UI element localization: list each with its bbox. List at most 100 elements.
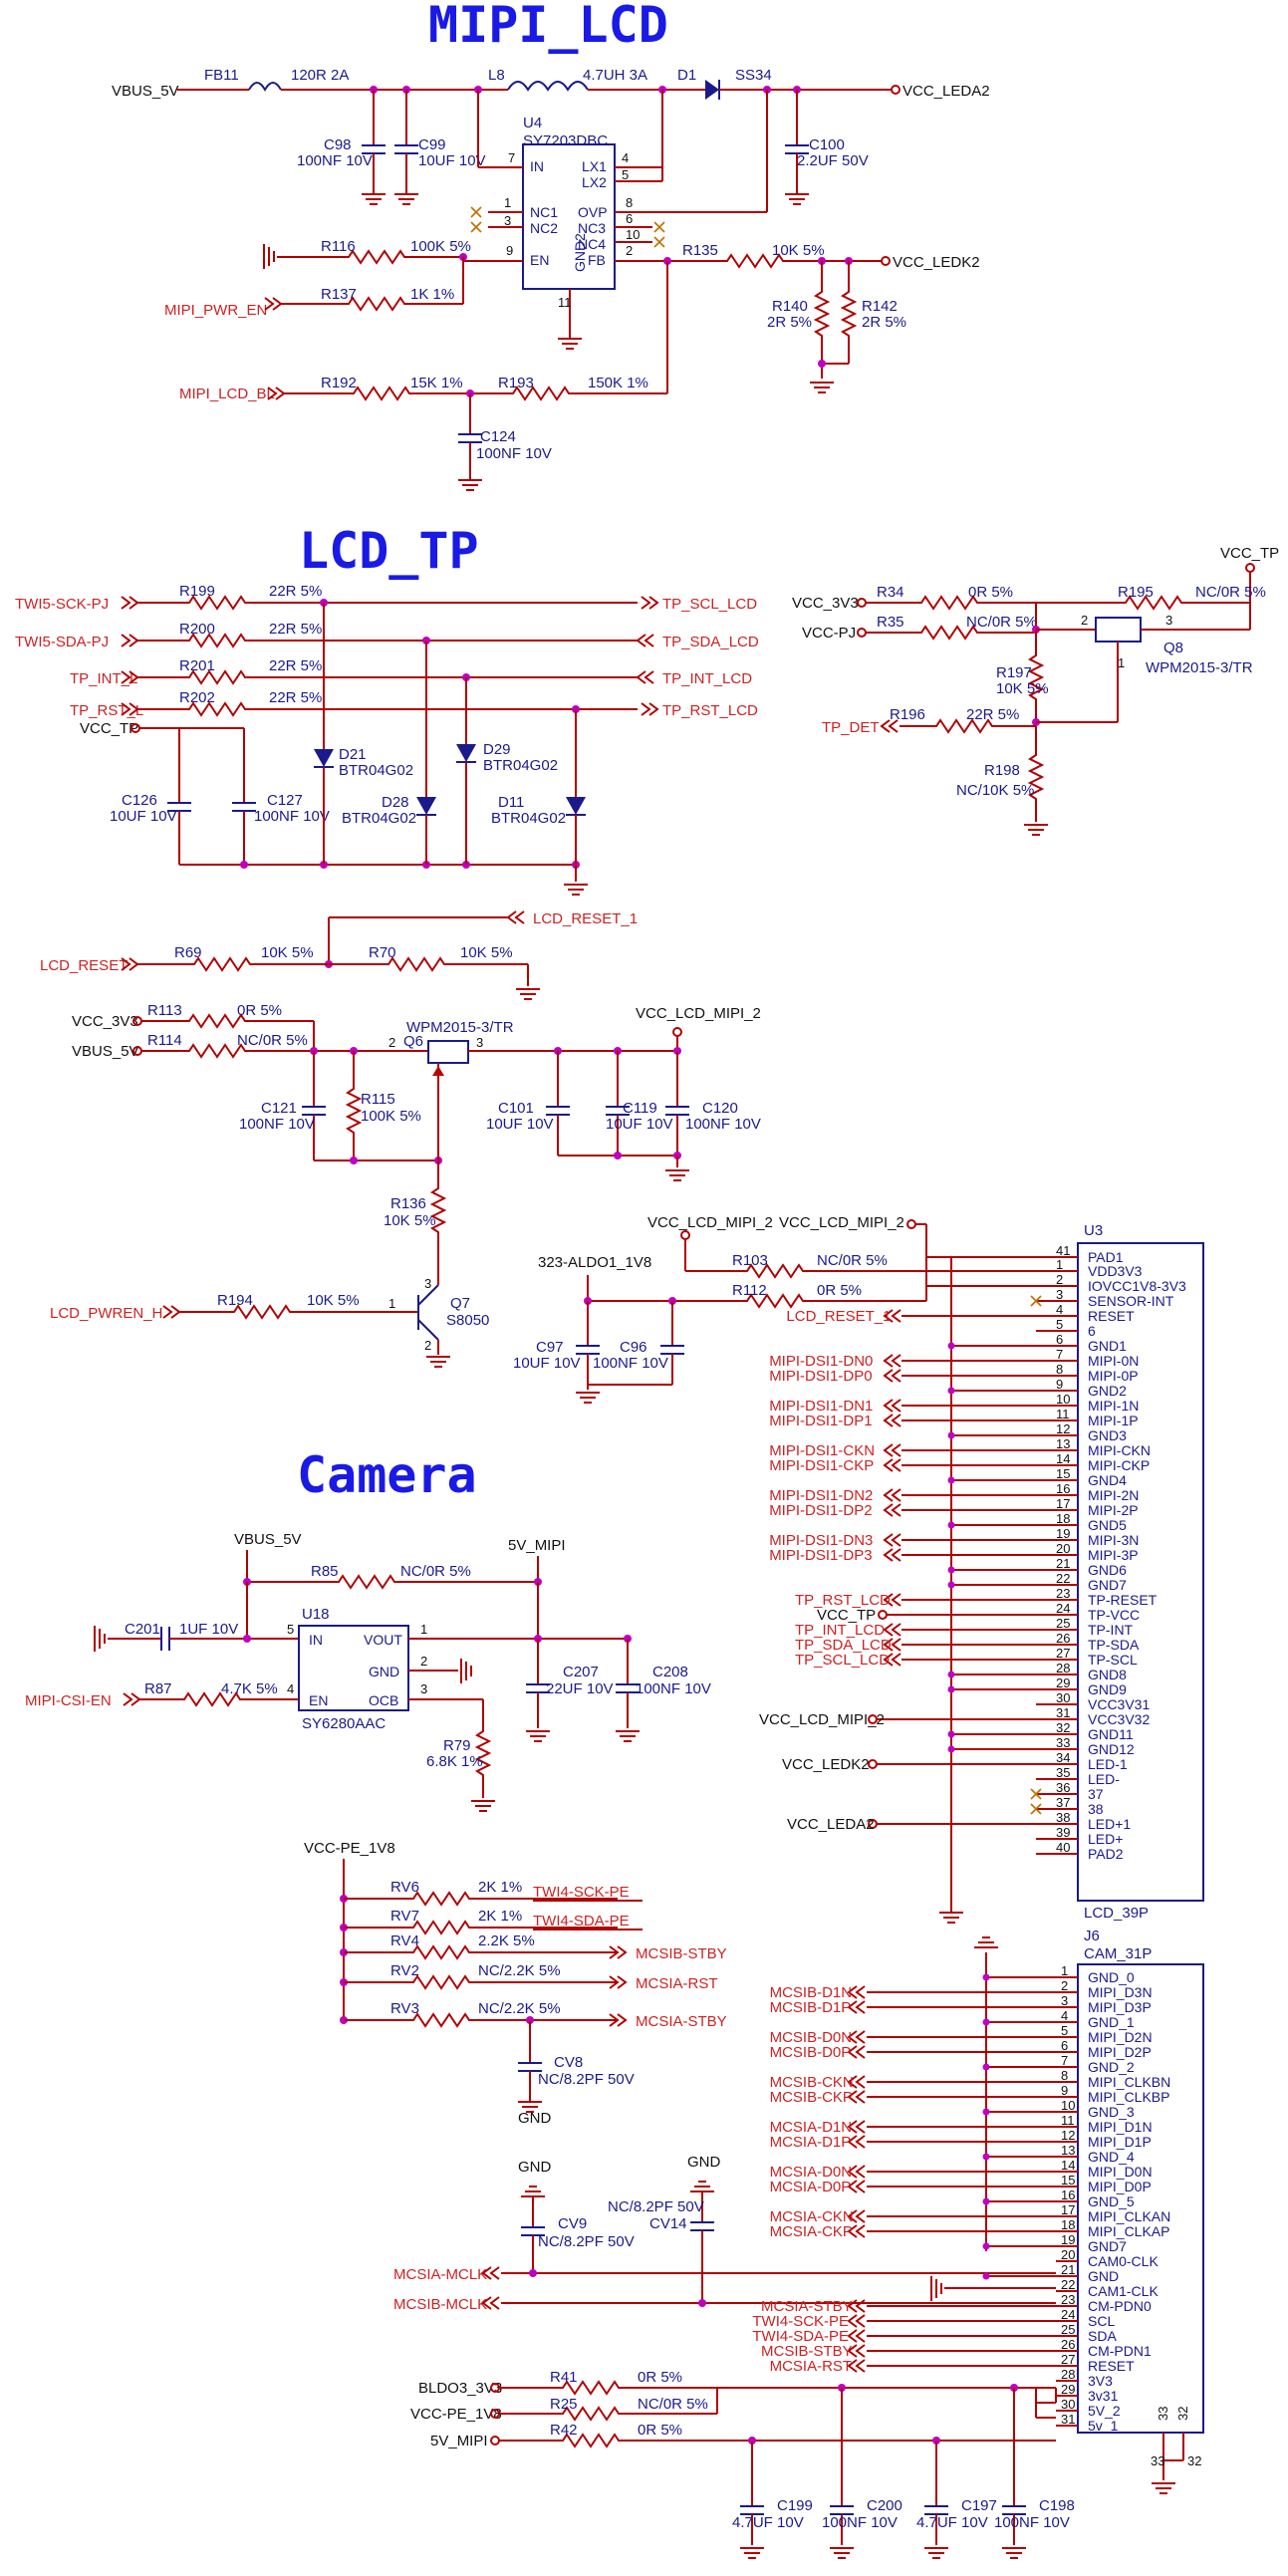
u18-pin-ocb: OCB <box>369 1692 398 1708</box>
u4-pn-1: 1 <box>504 195 511 210</box>
j6-pin-num: 13 <box>1061 2143 1075 2158</box>
u3-pin-name: GND11 <box>1088 1726 1134 1742</box>
u3-pin-signal: MIPI-DSI1-DN3 <box>769 1532 873 1549</box>
r103-val: NC/0R 5% <box>817 1252 888 1269</box>
u18-pn-2: 2 <box>420 1654 427 1669</box>
tp-res-val-3: 22R 5% <box>269 689 322 706</box>
r35-ref: R35 <box>877 614 904 631</box>
u3-pin-num: 27 <box>1056 1646 1070 1661</box>
u4-pin-in: IN <box>530 158 544 174</box>
r42-val: 0R 5% <box>638 2422 682 2439</box>
u3-pin-signal: LCD_RESET_1 <box>786 1308 891 1325</box>
j6-pin-num: 15 <box>1061 2173 1075 2188</box>
u3-pin-signal: MIPI-DSI1-CKP <box>769 1457 874 1474</box>
j6-pin-name: GND_5 <box>1088 2193 1135 2209</box>
cam-vbus-label: VBUS_5V <box>234 1531 302 1548</box>
j6-pin-signal: MCSIA-CKN <box>770 2208 854 2225</box>
d21-ref: D21 <box>339 746 367 763</box>
d1-ref: D1 <box>677 67 696 84</box>
u3-pin-name: VCC3V31 <box>1088 1696 1150 1712</box>
c120-val: 100NF 10V <box>685 1116 761 1133</box>
u3-pin-name: MIPI-CKP <box>1088 1457 1150 1473</box>
c201-val: 1UF 10V <box>179 1621 238 1638</box>
j6-pin-num: 17 <box>1061 2202 1075 2217</box>
q8-val: WPM2015-3/TR <box>1146 659 1253 676</box>
u3-pin-name: RESET <box>1088 1308 1135 1324</box>
fb11-bead <box>248 82 282 93</box>
tp-res-val-0: 22R 5% <box>269 583 322 600</box>
lcd-control-section: LCD_RESET_1 LCD_RESET R69 10K 5% R70 10K… <box>40 910 761 1368</box>
cap-ref-3: C198 <box>1039 2497 1075 2514</box>
j6-pin-num: 3 <box>1061 1993 1068 2008</box>
vcc-lcd-mipi-2-label: VCC_LCD_MIPI_2 <box>636 1005 761 1022</box>
cap-val-1: 100NF 10V <box>822 2514 898 2531</box>
mclk-b-label: MCSIB-MCLK <box>393 2296 487 2313</box>
u3-pin-num: 2 <box>1056 1272 1063 1287</box>
j6-pin-name: MIPI_CLKBP <box>1088 2089 1169 2105</box>
u3-pin-num: 7 <box>1056 1347 1063 1362</box>
u3-pin-name: 37 <box>1088 1786 1104 1802</box>
u4-pin-ovp: OVP <box>578 204 608 220</box>
u3-pin-num: 23 <box>1056 1586 1070 1601</box>
lcd-tp-title: LCD_TP <box>299 522 479 580</box>
j6-pin-name: MIPI_D3N <box>1088 1984 1153 2000</box>
rv-ref-1: RV7 <box>390 1908 419 1925</box>
d28-val: BTR04G02 <box>342 810 416 827</box>
u3-pin-signal: MIPI-DSI1-DN0 <box>769 1353 873 1370</box>
tp-in-label-2: TP_INT_L <box>70 670 137 687</box>
vcc-tp-right-label: VCC_TP <box>1220 545 1279 562</box>
j6-pin-num: 21 <box>1061 2262 1075 2277</box>
j6-pin-name: GND_1 <box>1088 2014 1135 2030</box>
r115-val: 100K 5% <box>361 1108 421 1125</box>
c100-val: 2.2UF 50V <box>797 152 869 169</box>
cv9-ref: CV9 <box>558 2215 587 2232</box>
j6-pin-signal: MCSIB-CKN <box>770 2074 854 2091</box>
v5-mipi-label-2: 5V_MIPI <box>430 2433 488 2449</box>
u3-pin-num: 15 <box>1056 1466 1070 1481</box>
u4-pin-nc4: NC4 <box>578 236 606 252</box>
u3-pin-signal: VCC_LCD_MIPI_2 <box>759 1711 885 1728</box>
camera-title: Camera <box>297 1446 477 1504</box>
u4-chip <box>522 143 616 290</box>
u3-pin-name: PAD2 <box>1088 1846 1124 1862</box>
u3-lcd-connector: VCC_LCD_MIPI_2 VCC_LCD_MIPI_2 R103 NC/0R… <box>513 1214 1204 1924</box>
u3-pin-name: PAD1 <box>1088 1249 1124 1265</box>
u4-ref: U4 <box>523 115 542 131</box>
u4-pn-9: 9 <box>506 243 513 258</box>
r42-ref: R42 <box>550 2422 578 2439</box>
c121-ref: C121 <box>261 1100 297 1117</box>
c124-val: 100NF 10V <box>476 445 552 462</box>
u3-pin-num: 1 <box>1056 1257 1063 1272</box>
r196-ref: R196 <box>890 706 925 723</box>
cap-val-2: 4.7UF 10V <box>916 2514 988 2531</box>
j6-pin-name: 3V3 <box>1088 2373 1113 2389</box>
r193-ref: R193 <box>498 375 534 391</box>
cv14-ref: CV14 <box>649 2215 687 2232</box>
r137-ref: R137 <box>321 286 357 303</box>
r34-val: 0R 5% <box>968 584 1013 601</box>
j6-pin-signal: MCSIB-D1N <box>770 1984 853 2001</box>
u3-pin-num: 34 <box>1056 1750 1070 1765</box>
j6-pin-num: 31 <box>1061 2412 1075 2427</box>
l8-inductor <box>507 81 589 92</box>
r195-ref: R195 <box>1118 584 1154 601</box>
u3-pin-name: GND3 <box>1088 1427 1127 1443</box>
u3-pin-signal: VCC_TP <box>817 1607 876 1624</box>
j6-pin-num: 4 <box>1061 2008 1068 2023</box>
rv-val-0: 2K 1% <box>478 1879 522 1896</box>
r198-val: NC/10K 5% <box>956 782 1034 799</box>
r79-val: 6.8K 1% <box>426 1753 483 1770</box>
c96-val: 100NF 10V <box>593 1355 668 1372</box>
j6-pin-num: 18 <box>1061 2217 1075 2232</box>
u3-pin-num: 30 <box>1056 1690 1070 1705</box>
r114-ref: R114 <box>147 1032 182 1049</box>
u3-pin-num: 6 <box>1056 1332 1063 1347</box>
j6-pin-num: 12 <box>1061 2128 1075 2143</box>
q8-ref: Q8 <box>1163 640 1183 656</box>
u3-pin-name: MIPI-1P <box>1088 1413 1139 1428</box>
j6-pin-signal: MCSIA-D0N <box>770 2164 853 2181</box>
u3-pin-num: 29 <box>1056 1675 1070 1690</box>
rv-sig-1: TWI4-SDA-PE <box>533 1913 630 1930</box>
j6-pin-name: 5V_2 <box>1088 2403 1121 2419</box>
